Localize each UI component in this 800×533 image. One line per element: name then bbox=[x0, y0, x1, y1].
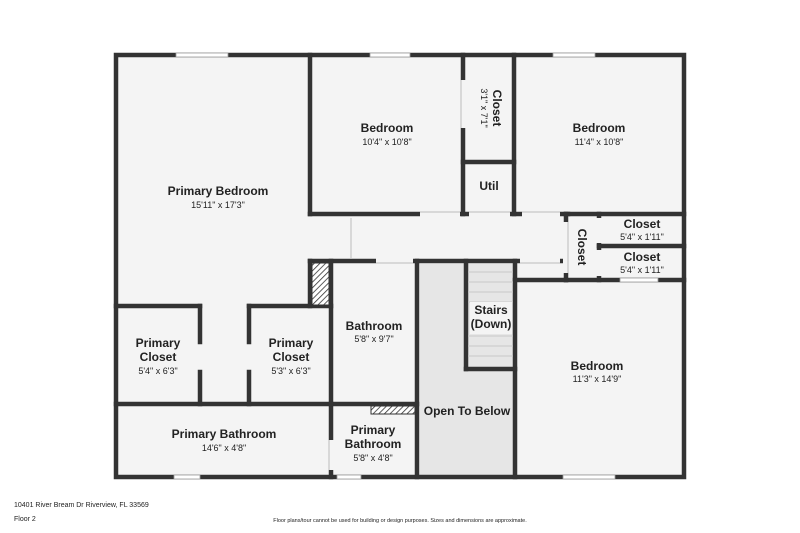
address-text: 10401 River Bream Dr Riverview, FL 33569 bbox=[14, 502, 149, 509]
window bbox=[562, 474, 616, 480]
window bbox=[369, 52, 411, 58]
room-name-primary-bathroom-2-1: Primary bbox=[351, 423, 396, 437]
room-name-bedroom-3: Bedroom bbox=[571, 359, 624, 373]
room-dim-bedroom-3: 11'3" x 14'9" bbox=[573, 374, 622, 384]
window bbox=[175, 52, 229, 58]
window bbox=[552, 52, 596, 58]
room-name-primary-closet-left-2: Closet bbox=[140, 350, 177, 364]
room-name-stairs-1: Stairs bbox=[474, 303, 508, 317]
room-name-stairs-2: (Down) bbox=[471, 317, 512, 331]
closet-vertical-label: Closet bbox=[575, 229, 589, 266]
room-name-bedroom-2: Bedroom bbox=[573, 121, 626, 135]
window bbox=[619, 277, 659, 283]
room-name-bedroom-1: Bedroom bbox=[361, 121, 414, 135]
room-dim-primary-bathroom-2: 5'8" x 4'8" bbox=[353, 453, 392, 463]
chase-hatch bbox=[311, 262, 330, 306]
room-name-primary-closet-right-1: Primary bbox=[269, 336, 314, 350]
windows bbox=[173, 52, 659, 480]
door-leaves bbox=[328, 80, 569, 470]
room-name-primary-bathroom-2-2: Bathroom bbox=[345, 437, 402, 451]
room-name-primary-closet-left-1: Primary bbox=[136, 336, 181, 350]
closet-top-label: Closet 3'1" x 7'1" bbox=[479, 88, 504, 127]
window bbox=[173, 474, 201, 480]
room-dim-bedroom-1: 10'4" x 10'8" bbox=[362, 137, 411, 147]
room-dim-bedroom-2: 11'4" x 10'8" bbox=[575, 137, 624, 147]
chase-hatch bbox=[370, 405, 416, 415]
room-name-open-to-below: Open To Below bbox=[424, 404, 511, 418]
room-name-bathroom: Bathroom bbox=[346, 319, 403, 333]
room-name-primary-bathroom-1: Primary Bathroom bbox=[172, 427, 277, 441]
room-name-primary-bedroom: Primary Bedroom bbox=[168, 184, 269, 198]
room-name-primary-closet-right-2: Closet bbox=[273, 350, 310, 364]
room-dim-closet-top: 3'1" x 7'1" bbox=[479, 88, 489, 127]
room-dim-closet-a: 5'4" x 1'11" bbox=[620, 232, 664, 242]
floor-label: Floor 2 bbox=[14, 516, 36, 523]
disclaimer-text: Floor plans/tour cannot be used for buil… bbox=[273, 518, 527, 524]
room-dim-closet-b: 5'4" x 1'11" bbox=[620, 265, 664, 275]
room-name-util: Util bbox=[479, 179, 498, 193]
room-name-closet-b: Closet bbox=[624, 250, 661, 264]
door-openings bbox=[307, 80, 602, 470]
room-dim-primary-closet-right: 5'3" x 6'3" bbox=[271, 366, 310, 376]
window bbox=[336, 474, 362, 480]
room-name-closet-vertical: Closet bbox=[575, 229, 589, 266]
room-name-closet-a: Closet bbox=[624, 217, 661, 231]
room-name-closet-top: Closet bbox=[490, 90, 504, 127]
room-dim-primary-bedroom: 15'11" x 17'3" bbox=[191, 200, 245, 210]
room-dim-primary-closet-left: 5'4" x 6'3" bbox=[138, 366, 177, 376]
stairs-label-bg bbox=[470, 302, 512, 334]
room-dim-primary-bathroom-1: 14'6" x 4'8" bbox=[202, 443, 246, 453]
room-dim-bathroom: 5'8" x 9'7" bbox=[354, 334, 393, 344]
